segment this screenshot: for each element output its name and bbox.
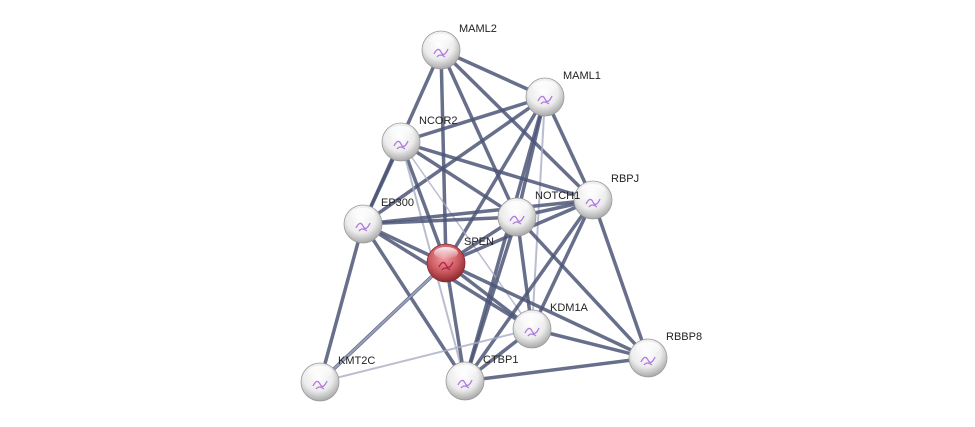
edge-kdm1a-kmt2c[interactable]	[319, 328, 533, 383]
node-label: EP300	[381, 197, 414, 209]
protein-structure-icon	[585, 198, 601, 208]
protein-structure-icon	[355, 222, 371, 232]
protein-structure-icon	[509, 215, 525, 225]
edge-notch1-ep300[interactable]	[362, 215, 518, 226]
protein-structure-icon	[438, 261, 454, 271]
protein-structure-icon	[393, 140, 409, 150]
edge-maml1-spen[interactable]	[444, 96, 547, 264]
edge-maml1-ncor2[interactable]	[400, 95, 546, 144]
node-ncor2[interactable]: NCOR2	[381, 115, 458, 162]
edge-maml1-ep300[interactable]	[361, 95, 547, 226]
node-label: RBPJ	[611, 173, 639, 185]
node-highlight	[636, 342, 660, 354]
node-kdm1a[interactable]: KDM1A	[512, 302, 589, 349]
node-label: RBBP8	[666, 331, 702, 343]
node-spen[interactable]: SPEN	[426, 236, 494, 283]
node-highlight	[429, 34, 453, 46]
edge-ctbp1-rbbp8[interactable]	[464, 356, 649, 383]
protein-structure-icon	[457, 379, 473, 389]
node-label: KDM1A	[550, 302, 589, 314]
node-label: MAML2	[459, 23, 497, 35]
node-maml2[interactable]: MAML2	[421, 23, 497, 70]
protein-structure-icon	[640, 356, 656, 366]
node-highlight	[453, 365, 477, 377]
node-highlight	[520, 313, 544, 325]
edge-ncor2-rbpj[interactable]	[400, 140, 594, 202]
node-notch1[interactable]: NOTCH1	[497, 190, 580, 237]
edge-spen-kmt2c[interactable]	[319, 262, 447, 383]
node-label: KMT2C	[338, 355, 375, 367]
node-highlight	[505, 201, 529, 213]
edge-ep300-kmt2c[interactable]	[318, 223, 365, 383]
edge-ncor2-spen[interactable]	[399, 141, 448, 264]
node-highlight	[308, 366, 332, 378]
edge-maml2-notch1[interactable]	[439, 49, 519, 218]
node-highlight	[351, 208, 375, 220]
node-label: SPEN	[464, 236, 494, 248]
edge-ep300-ctbp1[interactable]	[361, 223, 467, 382]
node-ctbp1[interactable]: CTBP1	[445, 354, 518, 401]
protein-structure-icon	[312, 380, 328, 390]
edge-rbpj-rbbp8[interactable]	[591, 199, 650, 359]
edge-rbpj-ctbp1[interactable]	[463, 198, 595, 383]
edge-spen-rbbp8[interactable]	[445, 261, 649, 360]
protein-structure-icon	[537, 95, 553, 105]
edge-kdm1a-rbbp8[interactable]	[531, 327, 649, 360]
edge-ncor2-notch1[interactable]	[400, 140, 518, 219]
node-rbbp8[interactable]: RBBP8	[628, 331, 702, 378]
node-highlight	[581, 184, 605, 196]
node-highlight	[389, 126, 413, 138]
node-ep300[interactable]: EP300	[343, 197, 414, 244]
edge-rbpj-ep300[interactable]	[362, 198, 594, 226]
edge-notch1-rbbp8[interactable]	[515, 215, 650, 360]
protein-structure-icon	[524, 327, 540, 337]
node-highlight	[533, 81, 557, 93]
protein-structure-icon	[433, 48, 449, 58]
edge-spen-ctbp1[interactable]	[444, 262, 467, 382]
node-kmt2c[interactable]: KMT2C	[300, 355, 375, 402]
node-label: MAML1	[563, 70, 601, 82]
edge-maml2-rbpj[interactable]	[439, 48, 595, 202]
node-label: NOTCH1	[535, 190, 580, 202]
node-highlight	[434, 247, 458, 259]
edge-ncor2-kdm1a[interactable]	[400, 141, 533, 330]
node-label: NCOR2	[419, 115, 458, 127]
node-label: CTBP1	[483, 354, 518, 366]
node-maml1[interactable]: MAML1	[525, 70, 601, 117]
node-rbpj[interactable]: RBPJ	[573, 173, 639, 220]
